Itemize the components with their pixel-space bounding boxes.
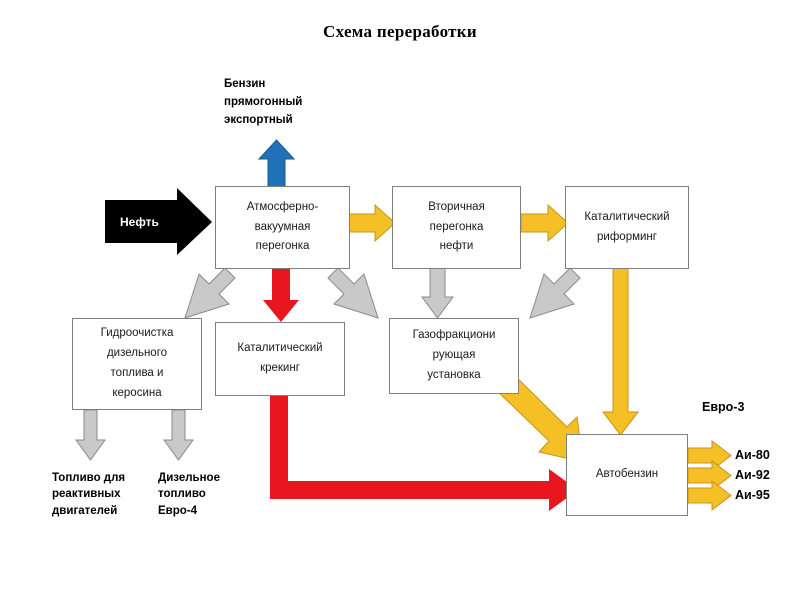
node-hydro-line-4: керосина (112, 386, 162, 399)
arrow-avt-to-secondary (347, 203, 396, 243)
node-cracking-line-1: Каталитический (237, 342, 323, 355)
node-reforming-line-1: Каталитический (584, 210, 670, 223)
arrow-gasoline-out-1 (687, 439, 732, 472)
arrow-hydro-to-jetfuel (75, 409, 106, 461)
node-gfu-line-1: Газофракциони (412, 329, 496, 342)
output-label-jet-fuel: Топливо для реактивных двигателей (52, 470, 138, 519)
arrow-cracking-to-gasoline (270, 395, 578, 511)
jet-fuel-line-3: двигателей (52, 504, 118, 517)
node-motor-gasoline[interactable]: Автобензин (566, 434, 688, 516)
label-euro-3-standard: Евро-3 (702, 400, 745, 414)
arrow-oil-input (105, 188, 212, 255)
node-hydro-line-3: топлива и (110, 367, 164, 379)
arrow-avt-to-hydrotreating (184, 267, 236, 319)
node-hydro-line-2: дизельного (106, 347, 168, 360)
node-avt-line-1: Атмосферно- (246, 200, 319, 213)
arrow-avt-to-cracking (263, 268, 299, 322)
jet-fuel-line-2: реактивных (52, 488, 121, 501)
node-hydrotreating[interactable]: Гидроочистка дизельного топлива и кероси… (72, 318, 202, 410)
arrow-hydro-to-diesel (163, 409, 194, 461)
node-gfu-line-2: рующая (432, 349, 476, 362)
label-grade-ai-95: Аи-95 (735, 488, 770, 502)
diesel-line-3: Евро-4 (158, 504, 198, 517)
label-grade-ai-80: Аи-80 (735, 448, 770, 462)
arrow-secondary-to-gfu (421, 267, 454, 319)
straight-run-line-1: Бензин (224, 78, 266, 90)
node-secondary-line-1: Вторичная (428, 200, 485, 213)
straight-run-line-2: прямогонный (224, 95, 303, 108)
page-title: Схема переработки (323, 22, 477, 41)
node-avt-line-2: вакуумная (254, 220, 311, 233)
node-catalytic-reforming[interactable]: Каталитический риформинг (565, 186, 689, 269)
node-atmospheric-vacuum-distillation[interactable]: Атмосферно- вакуумная перегонка (215, 186, 350, 269)
diesel-line-2: топливо (158, 488, 206, 501)
node-gas-fractionation-unit[interactable]: Газофракциони рующая установка (389, 318, 519, 394)
arrow-reforming-to-gfu (529, 267, 581, 319)
arrow-gasoline-out-3 (687, 479, 732, 512)
label-grade-ai-92: Аи-92 (735, 468, 770, 482)
straight-run-line-3: экспортный (224, 113, 293, 126)
jet-fuel-line-1: Топливо для (52, 472, 126, 484)
arrow-straight-run-gasoline (257, 139, 296, 189)
node-secondary-line-3: нефти (439, 240, 474, 253)
arrow-gasoline-out-2 (687, 459, 732, 492)
node-gfu-line-3: установка (427, 368, 481, 381)
node-secondary-distillation[interactable]: Вторичная перегонка нефти (392, 186, 521, 269)
node-hydro-line-1: Гидроочистка (100, 327, 174, 340)
node-catalytic-cracking[interactable]: Каталитический крекинг (215, 322, 345, 396)
arrow-reforming-to-gasoline (601, 267, 640, 436)
output-label-diesel-fuel: Дизельное топливо Евро-4 (158, 470, 244, 519)
node-secondary-line-2: перегонка (429, 220, 484, 233)
node-cracking-line-2: крекинг (260, 362, 300, 374)
input-label-oil: Нефть (120, 215, 159, 229)
arrow-secondary-to-reforming (520, 203, 569, 243)
output-label-straight-run-gasoline: Бензин прямогонный экспортный (224, 76, 364, 129)
diesel-line-1: Дизельное (158, 472, 220, 484)
node-avt-line-3: перегонка (255, 240, 310, 253)
node-gasoline-line-1: Автобензин (595, 468, 659, 481)
node-reforming-line-2: риформинг (597, 230, 657, 243)
arrow-avt-to-gfu (327, 267, 379, 319)
